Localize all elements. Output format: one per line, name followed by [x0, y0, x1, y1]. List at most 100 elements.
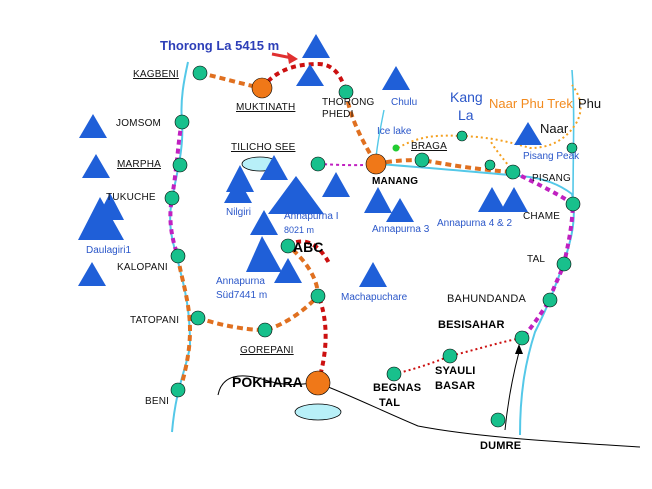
- peak-thorong-2: [296, 64, 324, 86]
- road-arrow-head: [515, 344, 523, 354]
- label-marpha: MARPHA: [117, 159, 161, 170]
- node-besisahar: [514, 330, 530, 346]
- peak-annapurna-3-1: [364, 187, 392, 213]
- node-dumre: [490, 412, 506, 428]
- peak-annapurna-1: [268, 176, 324, 214]
- label-ice-lake: Ice lake: [377, 126, 412, 137]
- node-syauli-basar: [442, 348, 458, 364]
- trail-abc: [286, 239, 332, 384]
- trail-pokhara-circuit: [176, 244, 321, 391]
- label-bahundanda: BAHUNDANDA: [447, 293, 527, 305]
- peak-annapurna-4: [478, 187, 506, 212]
- peak-thorong-1: [302, 34, 330, 58]
- label-dumre: DUMRE: [480, 440, 522, 452]
- peak-marpha: [82, 154, 110, 178]
- label-la: La: [458, 107, 474, 123]
- label-basar: BASAR: [435, 380, 476, 392]
- node-tukuche: [164, 190, 180, 206]
- phewa-lake: [294, 403, 342, 421]
- node-gorepani: [257, 322, 273, 338]
- label-pisang: PISANG: [532, 173, 571, 184]
- node-tilicho: [310, 156, 326, 172]
- peak-nilgiri-2: [224, 178, 252, 203]
- peak-machapuchare: [359, 262, 387, 287]
- node-thorong-phedi: [338, 84, 354, 100]
- label-naar-phu-trek: Naar Phu Trek: [489, 96, 573, 111]
- label-annapurna-sud-1: Annapurna: [216, 276, 265, 287]
- road-dumre-besisahar: [504, 351, 520, 431]
- label-pokhara: POKHARA: [232, 374, 303, 390]
- label-tilicho: TILICHO SEE: [231, 142, 296, 153]
- label-besisahar: BESISAHAR: [438, 319, 505, 331]
- label-tukuche: TUKUCHE: [106, 192, 156, 203]
- dudh-khola-river: [571, 69, 575, 201]
- label-thorong: THORONG: [322, 97, 375, 108]
- label-chulu: Chulu: [391, 97, 418, 108]
- hub-pokhara: [305, 370, 331, 396]
- peak-manang-west: [322, 172, 350, 197]
- label-chame: CHAME: [523, 211, 561, 222]
- peak-daulagiri: [78, 197, 124, 240]
- node-marpha: [172, 157, 188, 173]
- label-tatopani: TATOPANI: [130, 315, 180, 326]
- label-nilgiri: Nilgiri: [226, 207, 251, 218]
- node-ice-lake: [392, 144, 400, 152]
- label-kang: Kang: [450, 89, 483, 105]
- hub-manang: [365, 153, 387, 175]
- peak-jomsom: [79, 114, 107, 138]
- label-beni: BENI: [145, 396, 170, 407]
- label-begnas: BEGNAS: [373, 382, 422, 394]
- label-annapurna-1-alt: 8021 m: [284, 225, 315, 235]
- road-pokhara-dumre: [217, 375, 641, 448]
- hub-muktinath: [251, 77, 273, 99]
- node-naar-phu-1: [456, 130, 468, 142]
- label-pisang-peak: Pisang Peak: [523, 151, 580, 162]
- label-tal: TAL: [527, 254, 546, 265]
- node-naar-phu-2: [484, 159, 496, 171]
- label-manang: MANANG: [372, 176, 419, 187]
- map-title: Thorong La 5415 m: [160, 38, 280, 53]
- label-tal-begnas: TAL: [379, 397, 401, 409]
- node-pisang: [505, 164, 521, 180]
- label-annapurna-1: Annapurna I: [284, 211, 339, 222]
- label-syauli: SYAULI: [435, 365, 476, 377]
- node-tal: [556, 256, 572, 272]
- label-phu: Phu: [578, 96, 602, 111]
- node-jomsom: [174, 114, 190, 130]
- node-naar-phu-3: [566, 142, 578, 154]
- node-abc: [280, 238, 296, 254]
- label-annapurna-sud-2: Süd7441 m: [216, 290, 268, 301]
- peak-nilgiri-1: [226, 165, 254, 192]
- peak-pisang: [514, 122, 542, 145]
- marsyangdi-river: [379, 163, 575, 436]
- label-daulagiri: Daulagiri1: [86, 245, 132, 256]
- node-begnas-tal: [386, 366, 402, 382]
- trail-manang-braga: [375, 157, 514, 174]
- node-kalopani: [170, 248, 186, 264]
- node-braga: [414, 152, 430, 168]
- label-phedi: PHEDI: [322, 109, 354, 120]
- label-jomsom: JOMSOM: [116, 118, 162, 129]
- peak-annapurna-3-2: [386, 198, 414, 222]
- label-gorepani: GOREPANI: [240, 345, 294, 356]
- arrow-thorong-la-head: [287, 52, 298, 64]
- label-machapuchare: Machapuchare: [341, 292, 408, 303]
- peak-kalopani: [78, 262, 106, 286]
- peak-annapurna-sud-2: [246, 236, 282, 272]
- label-kagbeni: KAGBENI: [133, 69, 179, 80]
- label-abc: ABC: [293, 239, 324, 255]
- node-chame: [565, 196, 581, 212]
- node-ghandruk: [310, 288, 326, 304]
- trail-tilicho: [317, 163, 377, 167]
- node-tatopani: [190, 310, 206, 326]
- label-naar: Naar: [540, 121, 569, 136]
- label-kalopani: KALOPANI: [117, 262, 168, 273]
- peak-annapurna-sud-3: [274, 258, 302, 283]
- node-beni: [170, 382, 186, 398]
- trail-thorong-la: [260, 61, 348, 93]
- trail-naar-phu: [397, 84, 582, 173]
- node-bahundanda: [542, 292, 558, 308]
- label-annapurna-3: Annapurna 3: [372, 224, 430, 235]
